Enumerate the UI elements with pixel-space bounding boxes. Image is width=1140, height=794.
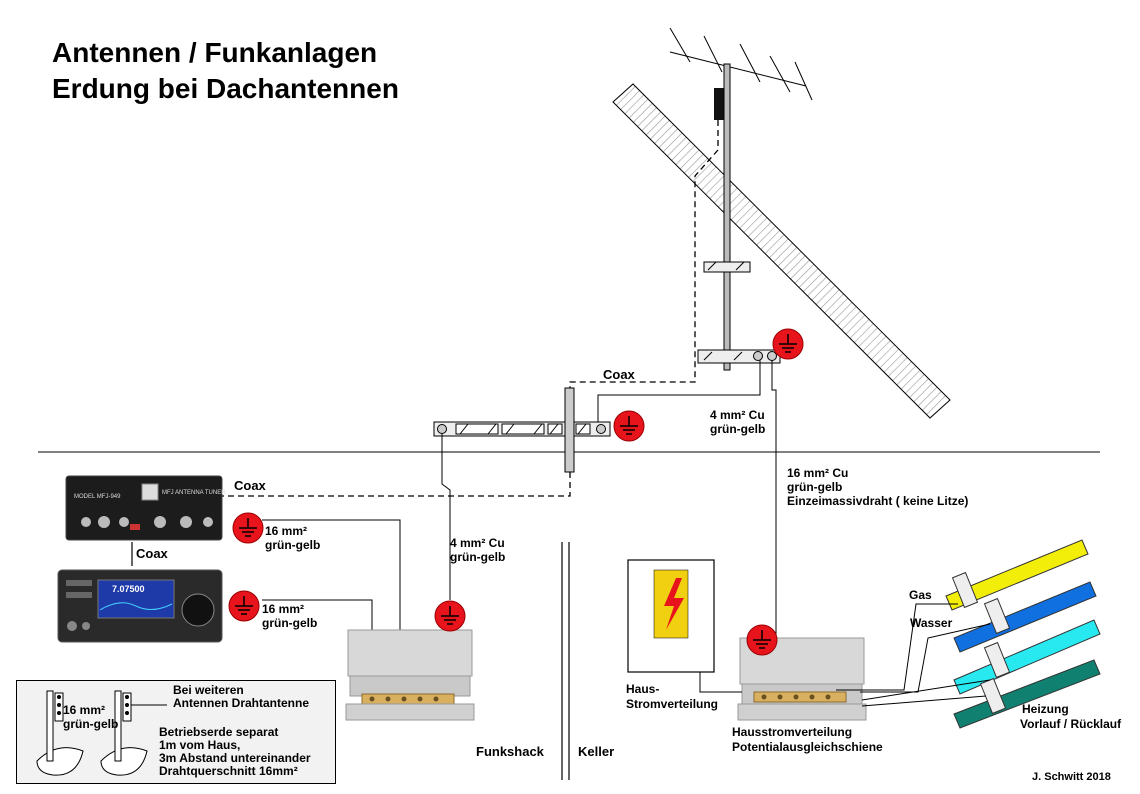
wire-panel-to-busbar (699, 672, 742, 693)
coax-antenna-line (569, 120, 719, 392)
label-author: J. Schwitt 2018 (1032, 771, 1111, 783)
note-line-2: Antennen Drahtantenne (173, 696, 310, 710)
label-gas: Gas (909, 588, 932, 602)
label-hauss-pa-2: Potentialausgleichschiene (732, 740, 883, 754)
coax-tuner-line (222, 472, 571, 497)
label-coax-top: Coax (603, 367, 635, 382)
ground-symbol-mast-icon (772, 328, 804, 360)
ground-symbol-funkshack-icon (434, 600, 466, 632)
ground-symbol-tuner-icon (232, 512, 264, 544)
label-hauss-pa-1: Hausstromverteilung (732, 725, 853, 739)
yagi-antenna-icon (669, 27, 813, 120)
note-wire-1: 16 mm² (63, 703, 106, 717)
roof (612, 83, 951, 419)
label-haus-strom-2: Stromverteilung (626, 697, 719, 711)
title-line-2: Erdung bei Dachantennen (52, 73, 399, 104)
label-16mm-right-3: Einzeimassivdraht ( keine Litze) (787, 494, 969, 508)
antenna-tuner (65, 475, 223, 541)
gas-pipe (945, 539, 1089, 611)
note-line-3: Betriebserde separat (159, 725, 279, 739)
label-heizung-2: Vorlauf / Rücklauf (1020, 717, 1122, 731)
label-16mm-right-1: 16 mm² Cu (787, 466, 849, 480)
wire-to-water (860, 623, 991, 693)
heating-pipe-2 (953, 659, 1101, 729)
ground-symbol-radio-icon (228, 590, 260, 622)
note-wire-2: grün-gelb (63, 717, 119, 731)
wire-to-heating-2 (861, 695, 987, 707)
label-16mm-radio-1: 16 mm² (262, 602, 305, 616)
mast-clamp (703, 261, 751, 273)
label-wasser: Wasser (910, 616, 953, 630)
wire-16mm-radio (262, 599, 373, 640)
lightning-icon (664, 578, 684, 630)
label-funkshack: Funkshack (476, 744, 544, 759)
label-16mm-tuner-1: 16 mm² (265, 524, 308, 538)
transceiver (57, 569, 223, 643)
label-4mm-mid-2: grün-gelb (450, 550, 506, 564)
wire-4mm-top (597, 360, 761, 422)
label-16mm-right-2: grün-gelb (787, 480, 843, 494)
label-coax-between: Coax (136, 546, 168, 561)
label-4mm-top-2: grün-gelb (710, 422, 766, 436)
title-line-1: Antennen / Funkanlagen (52, 37, 378, 68)
label-coax-tuner: Coax (234, 478, 266, 493)
busbar-funkshack (345, 629, 475, 721)
note-line-4: 1m vom Haus, (159, 738, 241, 752)
label-16mm-radio-2: grün-gelb (262, 616, 318, 630)
water-pipe (953, 581, 1097, 653)
radio-display: 7.07500 (112, 584, 145, 594)
tuner-model-label: MODEL MFJ-949 (74, 494, 121, 500)
note-box: 16 mm² grün-gelb Bei weiteren Antennen D… (16, 680, 336, 784)
label-4mm-top-1: 4 mm² Cu (710, 408, 765, 422)
note-line-6: Drahtquerschnitt 16mm² (159, 764, 298, 778)
coax-passthrough (564, 387, 575, 473)
label-haus-strom-1: Haus- (626, 682, 660, 696)
wire-16mm-tuner (262, 519, 401, 640)
label-keller: Keller (578, 744, 615, 759)
label-heizung-1: Heizung (1022, 702, 1069, 716)
earth-rods (36, 690, 167, 776)
antenna-mast (723, 63, 731, 371)
tuner-name-label: MFJ ANTENNA TUNER (162, 490, 226, 496)
heating-pipe-1 (953, 619, 1101, 695)
note-line-5: 3m Abstand untereinander (159, 751, 311, 765)
label-4mm-mid-1: 4 mm² Cu (450, 536, 505, 550)
ground-symbol-keller-icon (746, 624, 778, 656)
note-line-1: Bei weiteren (173, 683, 244, 697)
label-16mm-tuner-2: grün-gelb (265, 538, 321, 552)
ground-symbol-rail-icon (613, 410, 645, 442)
wire-16mm-right (771, 360, 777, 640)
wire-4mm-mid (441, 434, 451, 600)
wire-to-gas (836, 603, 958, 691)
wire-to-heating-1 (861, 679, 991, 701)
